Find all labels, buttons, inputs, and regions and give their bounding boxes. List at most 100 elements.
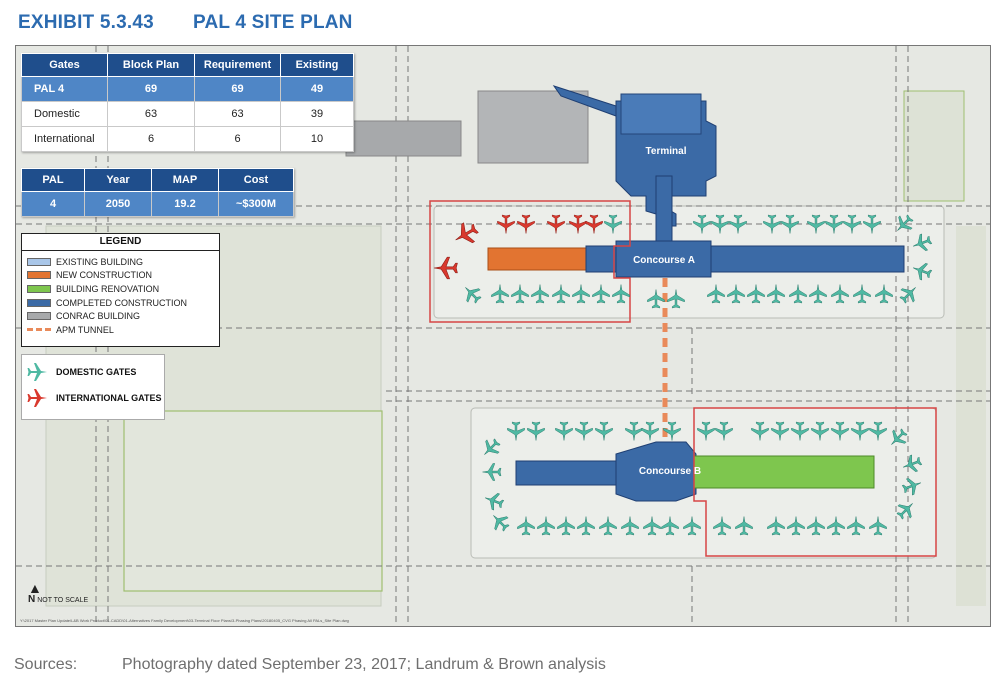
aircraft-gate-icon — [455, 222, 479, 244]
aircraft-gate-icon — [869, 421, 887, 441]
aircraft-gate-icon — [667, 289, 685, 309]
aircraft-gate-icon — [809, 284, 827, 304]
domestic-gates — [465, 214, 933, 536]
pal-header-pal: PAL — [21, 168, 85, 192]
field-southeast — [956, 226, 986, 606]
sources-text: Photography dated September 23, 2017; La… — [122, 656, 606, 673]
table-row: 4 2050 19.2 ~$300M — [21, 191, 294, 217]
aircraft-gate-icon — [647, 289, 665, 309]
pal-header-map: MAP — [151, 168, 219, 192]
aircraft-gate-icon — [767, 516, 785, 536]
aircraft-gate-icon — [592, 284, 610, 304]
north-arrow: ▲ N NOT TO SCALE — [28, 580, 89, 605]
sources-label: Sources: — [14, 656, 78, 673]
aircraft-gate-icon — [831, 421, 849, 441]
gates-header-gates: Gates — [21, 53, 108, 77]
site-plan-drawing: Terminal Concourse A Concourse B — [16, 46, 990, 626]
aircraft-gate-icon — [497, 214, 515, 234]
legend-item: EXISTING BUILDING — [22, 255, 219, 269]
aircraft-gate-icon — [767, 284, 785, 304]
aircraft-gate-icon — [697, 421, 715, 441]
legend-box: LEGEND EXISTING BUILDING NEW CONSTRUCTIO… — [21, 233, 220, 347]
table-row: Domestic 63 63 39 — [21, 101, 354, 127]
aircraft-gate-icon — [599, 516, 617, 536]
pal-header-year: Year — [84, 168, 152, 192]
aircraft-gate-icon — [875, 284, 893, 304]
legend-item: INTERNATIONAL GATES — [22, 385, 164, 411]
aircraft-gate-icon — [825, 214, 843, 234]
legend-swatch — [27, 298, 51, 307]
gates-header-requirement: Requirement — [194, 53, 281, 77]
aircraft-gate-icon — [781, 214, 799, 234]
terminal-roof-grid — [620, 93, 702, 135]
aircraft-gate-icon — [901, 478, 922, 496]
table-row: International 6 6 10 — [21, 126, 354, 152]
aircraft-gate-icon — [612, 284, 630, 304]
field-east — [903, 90, 965, 202]
gates-header-block-plan: Block Plan — [107, 53, 195, 77]
aircraft-gate-icon — [537, 516, 555, 536]
aircraft-gate-icon — [896, 503, 913, 520]
file-path: Y:\2017 Master Plan Update\L&B Work Prod… — [20, 618, 349, 623]
pal-header-cost: Cost — [218, 168, 294, 192]
terminal-wing — [552, 85, 617, 117]
existing-building-gray — [477, 90, 589, 164]
aircraft-gate-icon — [595, 421, 613, 441]
aircraft-gate-icon — [715, 421, 733, 441]
aircraft-gate-icon — [869, 516, 887, 536]
site-plan-map: Terminal Concourse A Concourse B Gates B… — [15, 45, 991, 627]
aircraft-gate-icon — [621, 516, 639, 536]
sources-note: Sources: Photography dated September 23, … — [14, 656, 606, 674]
exhibit-number: EXHIBIT 5.3.43 — [18, 12, 154, 33]
aircraft-gate-icon — [683, 516, 701, 536]
aircraft-gate-icon — [843, 214, 861, 234]
legend-item: NEW CONSTRUCTION — [22, 269, 219, 283]
aircraft-gate-icon — [902, 454, 923, 472]
aircraft-gate-icon — [585, 214, 603, 234]
aircraft-gate-icon — [807, 214, 825, 234]
aircraft-gate-icon — [555, 421, 573, 441]
aircraft-gate-icon — [527, 421, 545, 441]
aircraft-gate-icon — [511, 284, 529, 304]
aircraft-gate-icon — [482, 463, 502, 481]
aircraft-gate-icon — [575, 421, 593, 441]
pal-table: PAL Year MAP Cost 4 2050 19.2 ~$300M — [21, 168, 294, 217]
gates-header-existing: Existing — [280, 53, 354, 77]
aircraft-gate-icon — [847, 516, 865, 536]
aircraft-gate-icon — [547, 214, 565, 234]
legend-item: APM TUNNEL — [22, 323, 219, 337]
concourse-b-hub — [615, 441, 697, 502]
scale-note: NOT TO SCALE — [37, 597, 89, 604]
field-southwest — [123, 410, 383, 592]
terminal-label: Terminal — [646, 146, 687, 157]
legend-item: COMPLETED CONSTRUCTION — [22, 296, 219, 310]
aircraft-gate-icon — [912, 263, 933, 281]
aircraft-gate-icon — [747, 284, 765, 304]
aircraft-gate-icon — [727, 284, 745, 304]
aircraft-gate-icon — [661, 516, 679, 536]
aircraft-gate-icon — [604, 214, 622, 234]
aircraft-gate-icon — [853, 284, 871, 304]
domestic-airplane-icon — [27, 363, 47, 381]
aircraft-gate-icon — [517, 516, 535, 536]
aircraft-gate-icon — [912, 233, 933, 251]
aircraft-gate-icon — [641, 421, 659, 441]
aircraft-gate-icon — [663, 421, 681, 441]
legend-swatch — [27, 284, 51, 293]
aircraft-gate-icon — [552, 284, 570, 304]
aircraft-gate-icon — [735, 516, 753, 536]
aircraft-gate-icon — [791, 421, 809, 441]
concourse-a-hub — [615, 240, 712, 278]
aircraft-gate-icon — [863, 214, 881, 234]
aircraft-gate-icon — [827, 516, 845, 536]
aircraft-gate-icon — [899, 287, 916, 304]
aircraft-gate-icon — [763, 214, 781, 234]
international-airplane-icon — [27, 389, 47, 407]
table-row: PAL 4 69 69 49 — [21, 76, 354, 102]
aircraft-gate-icon — [729, 214, 747, 234]
aircraft-gate-icon — [577, 516, 595, 536]
north-arrow-icon: ▲ — [28, 580, 42, 596]
legend-swatch — [27, 257, 51, 266]
aircraft-gate-icon — [433, 256, 458, 280]
legend-swatch — [27, 312, 51, 321]
